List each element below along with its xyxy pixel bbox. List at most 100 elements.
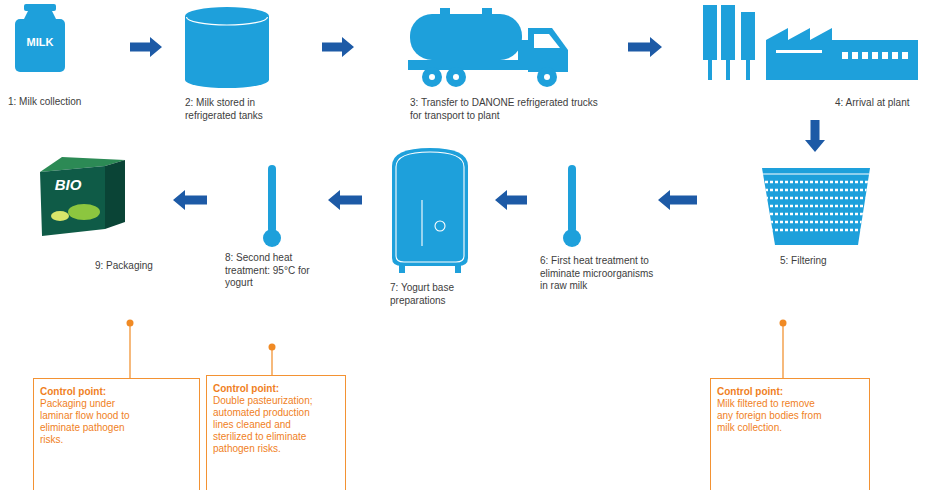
control-point-box: Control point:Packaging under laminar fl… xyxy=(33,378,200,490)
window-band xyxy=(776,50,822,53)
step-caption: 7: Yogurt base preparations xyxy=(390,282,475,307)
flow-arrow xyxy=(130,37,162,57)
process-step: 2: Milk stored in refrigerated tanks xyxy=(162,5,322,90)
process-step: 5: Filtering xyxy=(697,152,925,323)
flow-arrow xyxy=(322,37,354,57)
arrow-shape xyxy=(322,37,354,57)
factory-windows xyxy=(776,50,908,59)
basket-mesh xyxy=(760,182,872,230)
step-caption: 8: Second heat treatment: 95°C for yogur… xyxy=(225,252,320,290)
can-body xyxy=(15,19,65,72)
process-step: 1: Milk collection xyxy=(0,5,130,90)
flow-arrow xyxy=(805,120,825,152)
mesh-row xyxy=(760,229,872,231)
arrow-shape xyxy=(495,190,527,210)
step-caption: 6: First heat treatment to eliminate mic… xyxy=(540,255,658,293)
leader-dot xyxy=(780,320,787,327)
mesh-row xyxy=(760,189,872,191)
mesh-row xyxy=(760,197,872,199)
storage-tank-icon xyxy=(185,7,269,88)
silo-leg xyxy=(746,58,750,80)
vessel-leg xyxy=(455,265,461,273)
truck-window xyxy=(534,34,560,48)
leader-stroke xyxy=(271,347,272,375)
process-step: 8: Second heat treatment: 95°C for yogur… xyxy=(207,155,328,347)
pack-graphic xyxy=(51,211,69,221)
step-caption: 2: Milk stored in refrigerated tanks xyxy=(185,97,285,122)
arrow-shape xyxy=(173,190,207,210)
leader-dot xyxy=(269,344,276,351)
truck-tank xyxy=(410,14,522,60)
silo xyxy=(721,5,735,60)
thermometer-bulb xyxy=(563,229,581,247)
process-step: 4: Arrival at plant xyxy=(662,5,925,120)
can-lid xyxy=(24,4,56,11)
vessel-valve xyxy=(435,221,445,231)
silo xyxy=(703,5,717,60)
thermometer-bulb xyxy=(263,229,281,247)
mesh-row xyxy=(760,205,872,207)
thermometer-icon xyxy=(263,165,281,247)
silo-leg xyxy=(708,58,712,80)
leader-line xyxy=(269,344,276,376)
vessel-gauge xyxy=(421,200,422,246)
control-point-box: Control point:Milk filtered to remove an… xyxy=(710,378,870,490)
arrow-shape xyxy=(805,120,825,152)
thermometer-stem xyxy=(268,165,276,233)
control-heading: Control point: xyxy=(213,383,323,395)
mixing-vessel-icon xyxy=(392,148,468,273)
step-caption: 5: Filtering xyxy=(780,255,860,268)
tank-rim xyxy=(187,17,268,25)
basket-rim xyxy=(763,174,869,175)
yogurt-pack-icon xyxy=(40,157,125,236)
leader-stroke xyxy=(782,323,783,378)
step-caption: 4: Arrival at plant xyxy=(835,97,923,110)
flow-arrow xyxy=(173,190,207,210)
brand-label: BIO xyxy=(44,176,92,193)
arrow-shape xyxy=(328,190,362,210)
window xyxy=(882,52,888,59)
flow-arrow xyxy=(628,37,662,57)
thermometer-icon xyxy=(563,165,581,247)
window xyxy=(862,52,868,59)
truck-wheel xyxy=(537,67,557,87)
leader-stroke xyxy=(129,323,130,378)
mesh-row xyxy=(760,181,872,183)
control-text: Double pasteurization; automated product… xyxy=(213,395,323,455)
truck-wheel xyxy=(422,67,442,87)
mesh-row xyxy=(760,213,872,215)
silo-leg xyxy=(726,58,730,80)
flow-arrow xyxy=(495,190,527,210)
leader-line xyxy=(127,320,134,379)
pack-graphic xyxy=(68,204,100,220)
process-step: 7: Yogurt base preparations xyxy=(362,155,495,245)
milk-can-icon xyxy=(15,4,65,72)
thermometer-stem xyxy=(568,165,576,233)
step-caption: 1: Milk collection xyxy=(8,96,128,109)
filter-basket-icon xyxy=(760,168,872,245)
flow-arrow xyxy=(328,190,362,210)
wheel-hub xyxy=(429,74,435,80)
mesh-row xyxy=(760,221,872,223)
factory-icon xyxy=(703,5,918,80)
arrow-shape xyxy=(130,37,162,57)
vessel-body xyxy=(392,148,468,266)
can-neck xyxy=(24,11,56,19)
arrow-shape xyxy=(658,190,697,210)
step-caption: 3: Transfer to DANONE refrigerated truck… xyxy=(410,97,600,122)
flow-arrow xyxy=(658,190,697,210)
step-caption: 9: Packaging xyxy=(95,260,175,273)
control-text: Packaging under laminar flow hood to eli… xyxy=(40,398,144,446)
factory-building xyxy=(766,28,918,80)
process-step: 6: First heat treatment to eliminate mic… xyxy=(527,155,658,245)
leader-dot xyxy=(127,320,134,327)
arrow-shape xyxy=(628,37,662,57)
pack-front xyxy=(40,166,105,236)
control-heading: Control point: xyxy=(717,386,825,398)
window xyxy=(872,52,878,59)
vessel-outline xyxy=(396,152,464,262)
process-step: 3: Transfer to DANONE refrigerated truck… xyxy=(354,5,628,90)
tanker-truck-icon xyxy=(408,8,568,87)
vessel-leg xyxy=(399,265,405,273)
